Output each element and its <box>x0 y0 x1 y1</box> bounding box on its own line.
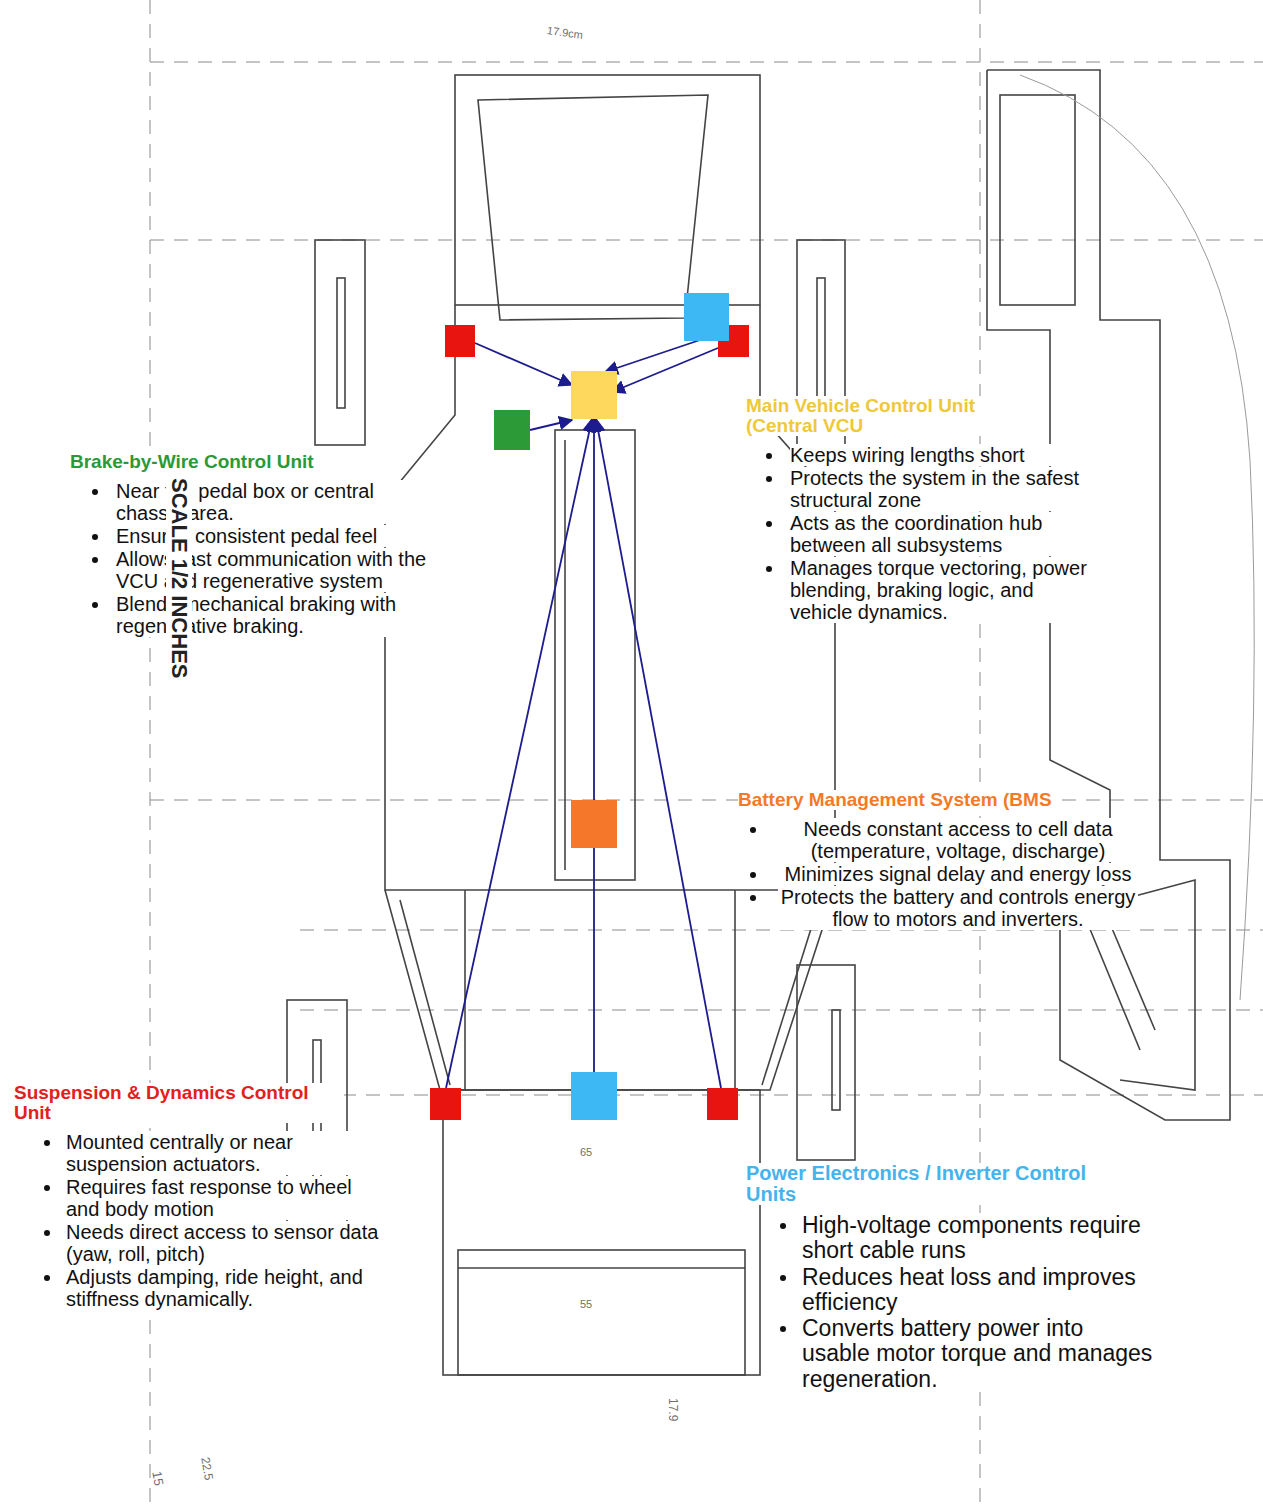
bullet-dot <box>92 602 98 608</box>
callout-heading: Power Electronics / Inverter Control Uni… <box>746 1163 1118 1205</box>
dimension-note: 15 <box>149 1470 166 1487</box>
bullet-item: Reduces heat loss and improves efficienc… <box>746 1265 1156 1316</box>
dimension-note: 22.5 <box>198 1456 216 1481</box>
bullet-dot <box>92 489 98 495</box>
bullet-dot <box>780 1326 786 1332</box>
callout-block: Suspension & Dynamics Control UnitMounte… <box>14 1083 386 1310</box>
bullet-dot <box>766 453 772 459</box>
dimension-note: 65 <box>580 1146 592 1158</box>
bullet-text: Needs constant access to cell data (temp… <box>778 818 1138 862</box>
dimension-note: 17.9 <box>666 1398 680 1421</box>
callout-block: Power Electronics / Inverter Control Uni… <box>746 1163 1156 1392</box>
dimension-note: 55 <box>580 1298 592 1310</box>
bullet-item: Allows fast communication with the VCU a… <box>70 548 440 592</box>
bullet-text: Ensures consistent pedal feel <box>116 525 440 547</box>
bullet-text: Reduces heat loss and improves efficienc… <box>802 1265 1156 1316</box>
bullet-item: Protects the system in the safest struct… <box>746 467 1096 511</box>
bullet-item: Adjusts damping, ride height, and stiffn… <box>14 1266 386 1310</box>
bullet-text: Allows fast communication with the VCU a… <box>116 548 440 592</box>
bullet-dot <box>44 1140 50 1146</box>
bullet-item: Needs direct access to sensor data (yaw,… <box>14 1221 386 1265</box>
bullet-dot <box>766 521 772 527</box>
bullet-item: Requires fast response to wheel and body… <box>14 1176 386 1220</box>
bullet-text: Manages torque vectoring, power blending… <box>790 557 1096 623</box>
bullet-dot <box>92 557 98 563</box>
bullet-item: Converts battery power into usable motor… <box>746 1316 1156 1392</box>
bullet-item: Manages torque vectoring, power blending… <box>746 557 1096 623</box>
bullet-dot <box>44 1275 50 1281</box>
bullet-dot <box>92 534 98 540</box>
callout-heading: Suspension & Dynamics Control Unit <box>14 1083 344 1123</box>
scale-note: SCALE 1/2 INCHES <box>166 478 192 679</box>
bullet-text: Blends mechanical braking with regenerat… <box>116 593 440 637</box>
dimension-note: 17.9cm <box>546 24 583 41</box>
callout-heading: Brake-by-Wire Control Unit <box>70 452 314 472</box>
bullet-item: Needs constant access to cell data (temp… <box>738 818 1148 862</box>
bullet-dot <box>766 566 772 572</box>
callout-heading: Battery Management System (BMS <box>738 790 1052 810</box>
bullet-dot <box>780 1275 786 1281</box>
bullet-dot <box>750 827 756 833</box>
callout-heading: Main Vehicle Control Unit (Central VCU <box>746 396 1036 436</box>
bullet-item: Mounted centrally or near suspension act… <box>14 1131 386 1175</box>
bullet-item: Acts as the coordination hub between all… <box>746 512 1096 556</box>
heading-row: Main Vehicle Control Unit (Central VCU <box>746 396 1036 436</box>
bullet-dot <box>44 1230 50 1236</box>
bullet-dot <box>44 1185 50 1191</box>
heading-row: Power Electronics / Inverter Control Uni… <box>746 1163 1118 1205</box>
heading-row: Brake-by-Wire Control Unit <box>70 452 400 472</box>
bullet-item: Ensures consistent pedal feel <box>70 525 440 547</box>
bullet-dot <box>766 476 772 482</box>
bullet-text: Protects the battery and controls energy… <box>778 886 1138 930</box>
callout-block: Main Vehicle Control Unit (Central VCU Ke… <box>746 396 1096 623</box>
bullet-item: Minimizes signal delay and energy loss <box>738 863 1148 885</box>
bullet-text: Acts as the coordination hub between all… <box>790 512 1096 556</box>
callout-block: Battery Management System (BMS Needs cons… <box>738 790 1148 930</box>
heading-row: Suspension & Dynamics Control Unit <box>14 1083 344 1123</box>
bullet-item: Keeps wiring lengths short <box>746 444 1096 466</box>
bullet-text: Protects the system in the safest struct… <box>790 467 1096 511</box>
bullet-text: Requires fast response to wheel and body… <box>66 1176 386 1220</box>
bullet-text: Keeps wiring lengths short <box>790 444 1096 466</box>
bullet-item: Protects the battery and controls energy… <box>738 886 1148 930</box>
bullet-item: Blends mechanical braking with regenerat… <box>70 593 440 637</box>
bullet-text: Near the pedal box or central chassis ar… <box>116 480 440 524</box>
bullet-item: High-voltage components require short ca… <box>746 1213 1156 1264</box>
bullet-text: Adjusts damping, ride height, and stiffn… <box>66 1266 386 1310</box>
bullet-dot <box>750 872 756 878</box>
bullet-dot <box>750 895 756 901</box>
bullet-text: Mounted centrally or near suspension act… <box>66 1131 386 1175</box>
bullet-dot <box>780 1223 786 1229</box>
bullet-text: Needs direct access to sensor data (yaw,… <box>66 1221 386 1265</box>
callout-block: Brake-by-Wire Control UnitNear the pedal… <box>70 452 440 637</box>
bullet-text: High-voltage components require short ca… <box>802 1213 1156 1264</box>
bullet-text: Converts battery power into usable motor… <box>802 1316 1156 1392</box>
bullet-item: Near the pedal box or central chassis ar… <box>70 480 440 524</box>
bullet-text: Minimizes signal delay and energy loss <box>778 863 1138 885</box>
heading-row: Battery Management System (BMS <box>738 790 1148 810</box>
